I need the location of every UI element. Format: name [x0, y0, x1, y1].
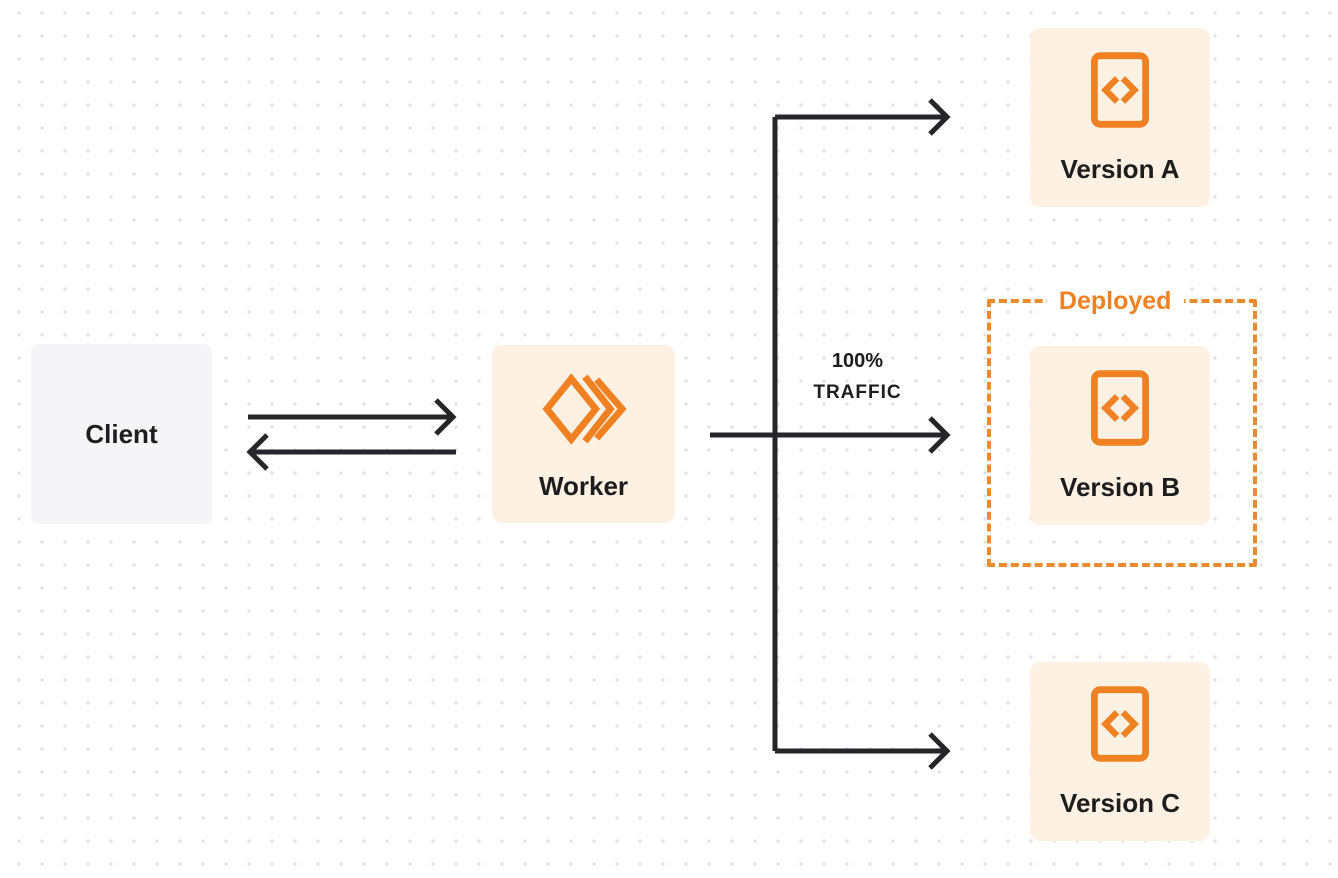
branch-arrow-version-a — [775, 98, 951, 136]
version-a-label: Version A — [1060, 153, 1180, 184]
workers-icon — [541, 373, 627, 445]
version-a-node: Version A — [1030, 28, 1210, 207]
client-node: Client — [31, 344, 212, 524]
traffic-word: TRAFFIC — [813, 382, 902, 403]
client-to-worker-arrow — [248, 398, 457, 436]
version-c-label: Version C — [1060, 787, 1180, 818]
branch-arrow-version-c — [775, 732, 951, 770]
traffic-percent: 100% — [831, 350, 884, 372]
traffic-label: 100% TRAFFIC — [795, 350, 920, 404]
code-file-icon — [1091, 51, 1149, 128]
worker-node: Worker — [492, 345, 675, 523]
code-file-icon — [1091, 369, 1149, 446]
worker-label: Worker — [538, 471, 629, 501]
code-file-icon — [1091, 685, 1149, 762]
version-b-label: Version B — [1060, 471, 1180, 502]
worker-to-client-arrow — [246, 433, 456, 471]
version-b-node: Version B — [1030, 346, 1210, 525]
worker-traffic-arrow — [710, 416, 951, 454]
deployed-group-box: Deployed — [987, 286, 1257, 567]
version-c-node: Version C — [1030, 662, 1210, 841]
client-label: Client — [85, 419, 158, 449]
deployed-label: Deployed — [1046, 286, 1184, 317]
